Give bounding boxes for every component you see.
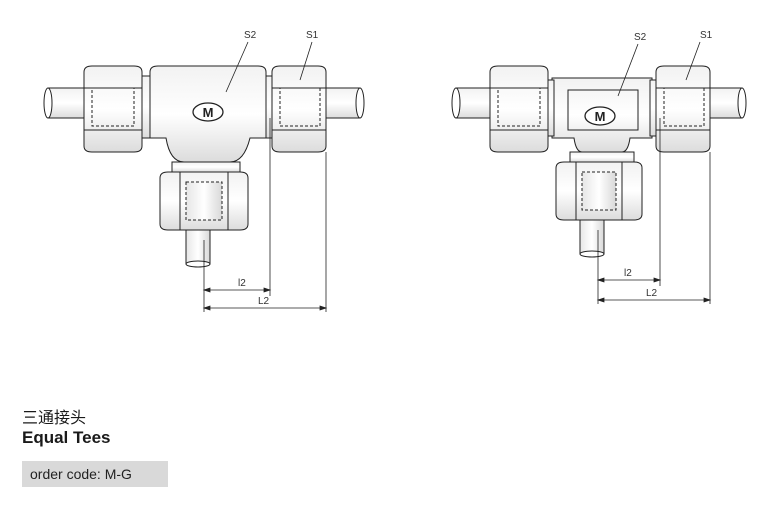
left-s1-label: S1 [306,30,319,41]
right-s2-label: S2 [634,32,647,43]
svg-text:M: M [595,109,606,124]
svg-text:M: M [203,105,214,120]
left-tee [43,65,365,268]
title-english: Equal Tees [22,428,111,447]
right-tee [451,65,747,258]
left-dims [202,118,328,312]
order-code-badge: order code: M-G [22,461,168,487]
left-leaders [225,41,313,93]
right-leaders [617,41,701,97]
right-l2-label: l2 [624,268,632,279]
left-L2-label: L2 [258,296,270,307]
right-nut-left [489,65,549,153]
m-logo-icon: M [192,102,224,122]
right-L2-label: L2 [646,288,658,299]
right-s1-label: S1 [700,30,713,41]
left-s2-label: S2 [244,30,257,41]
m-logo-icon: M [584,106,616,126]
left-nut-left [83,65,143,153]
left-l2-label: l2 [238,278,246,289]
right-dims [596,118,712,304]
equal-tee-drawing: M S2 S1 l2 L2 [43,30,747,312]
title-chinese: 三通接头 [22,408,87,427]
